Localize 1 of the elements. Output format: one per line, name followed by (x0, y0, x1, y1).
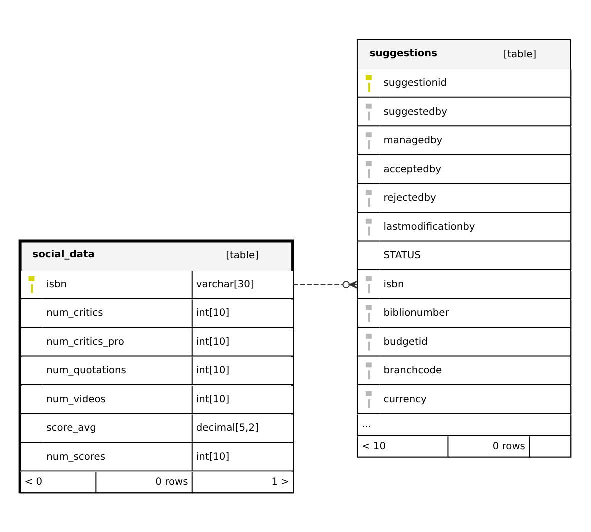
connector (292, 280, 358, 289)
